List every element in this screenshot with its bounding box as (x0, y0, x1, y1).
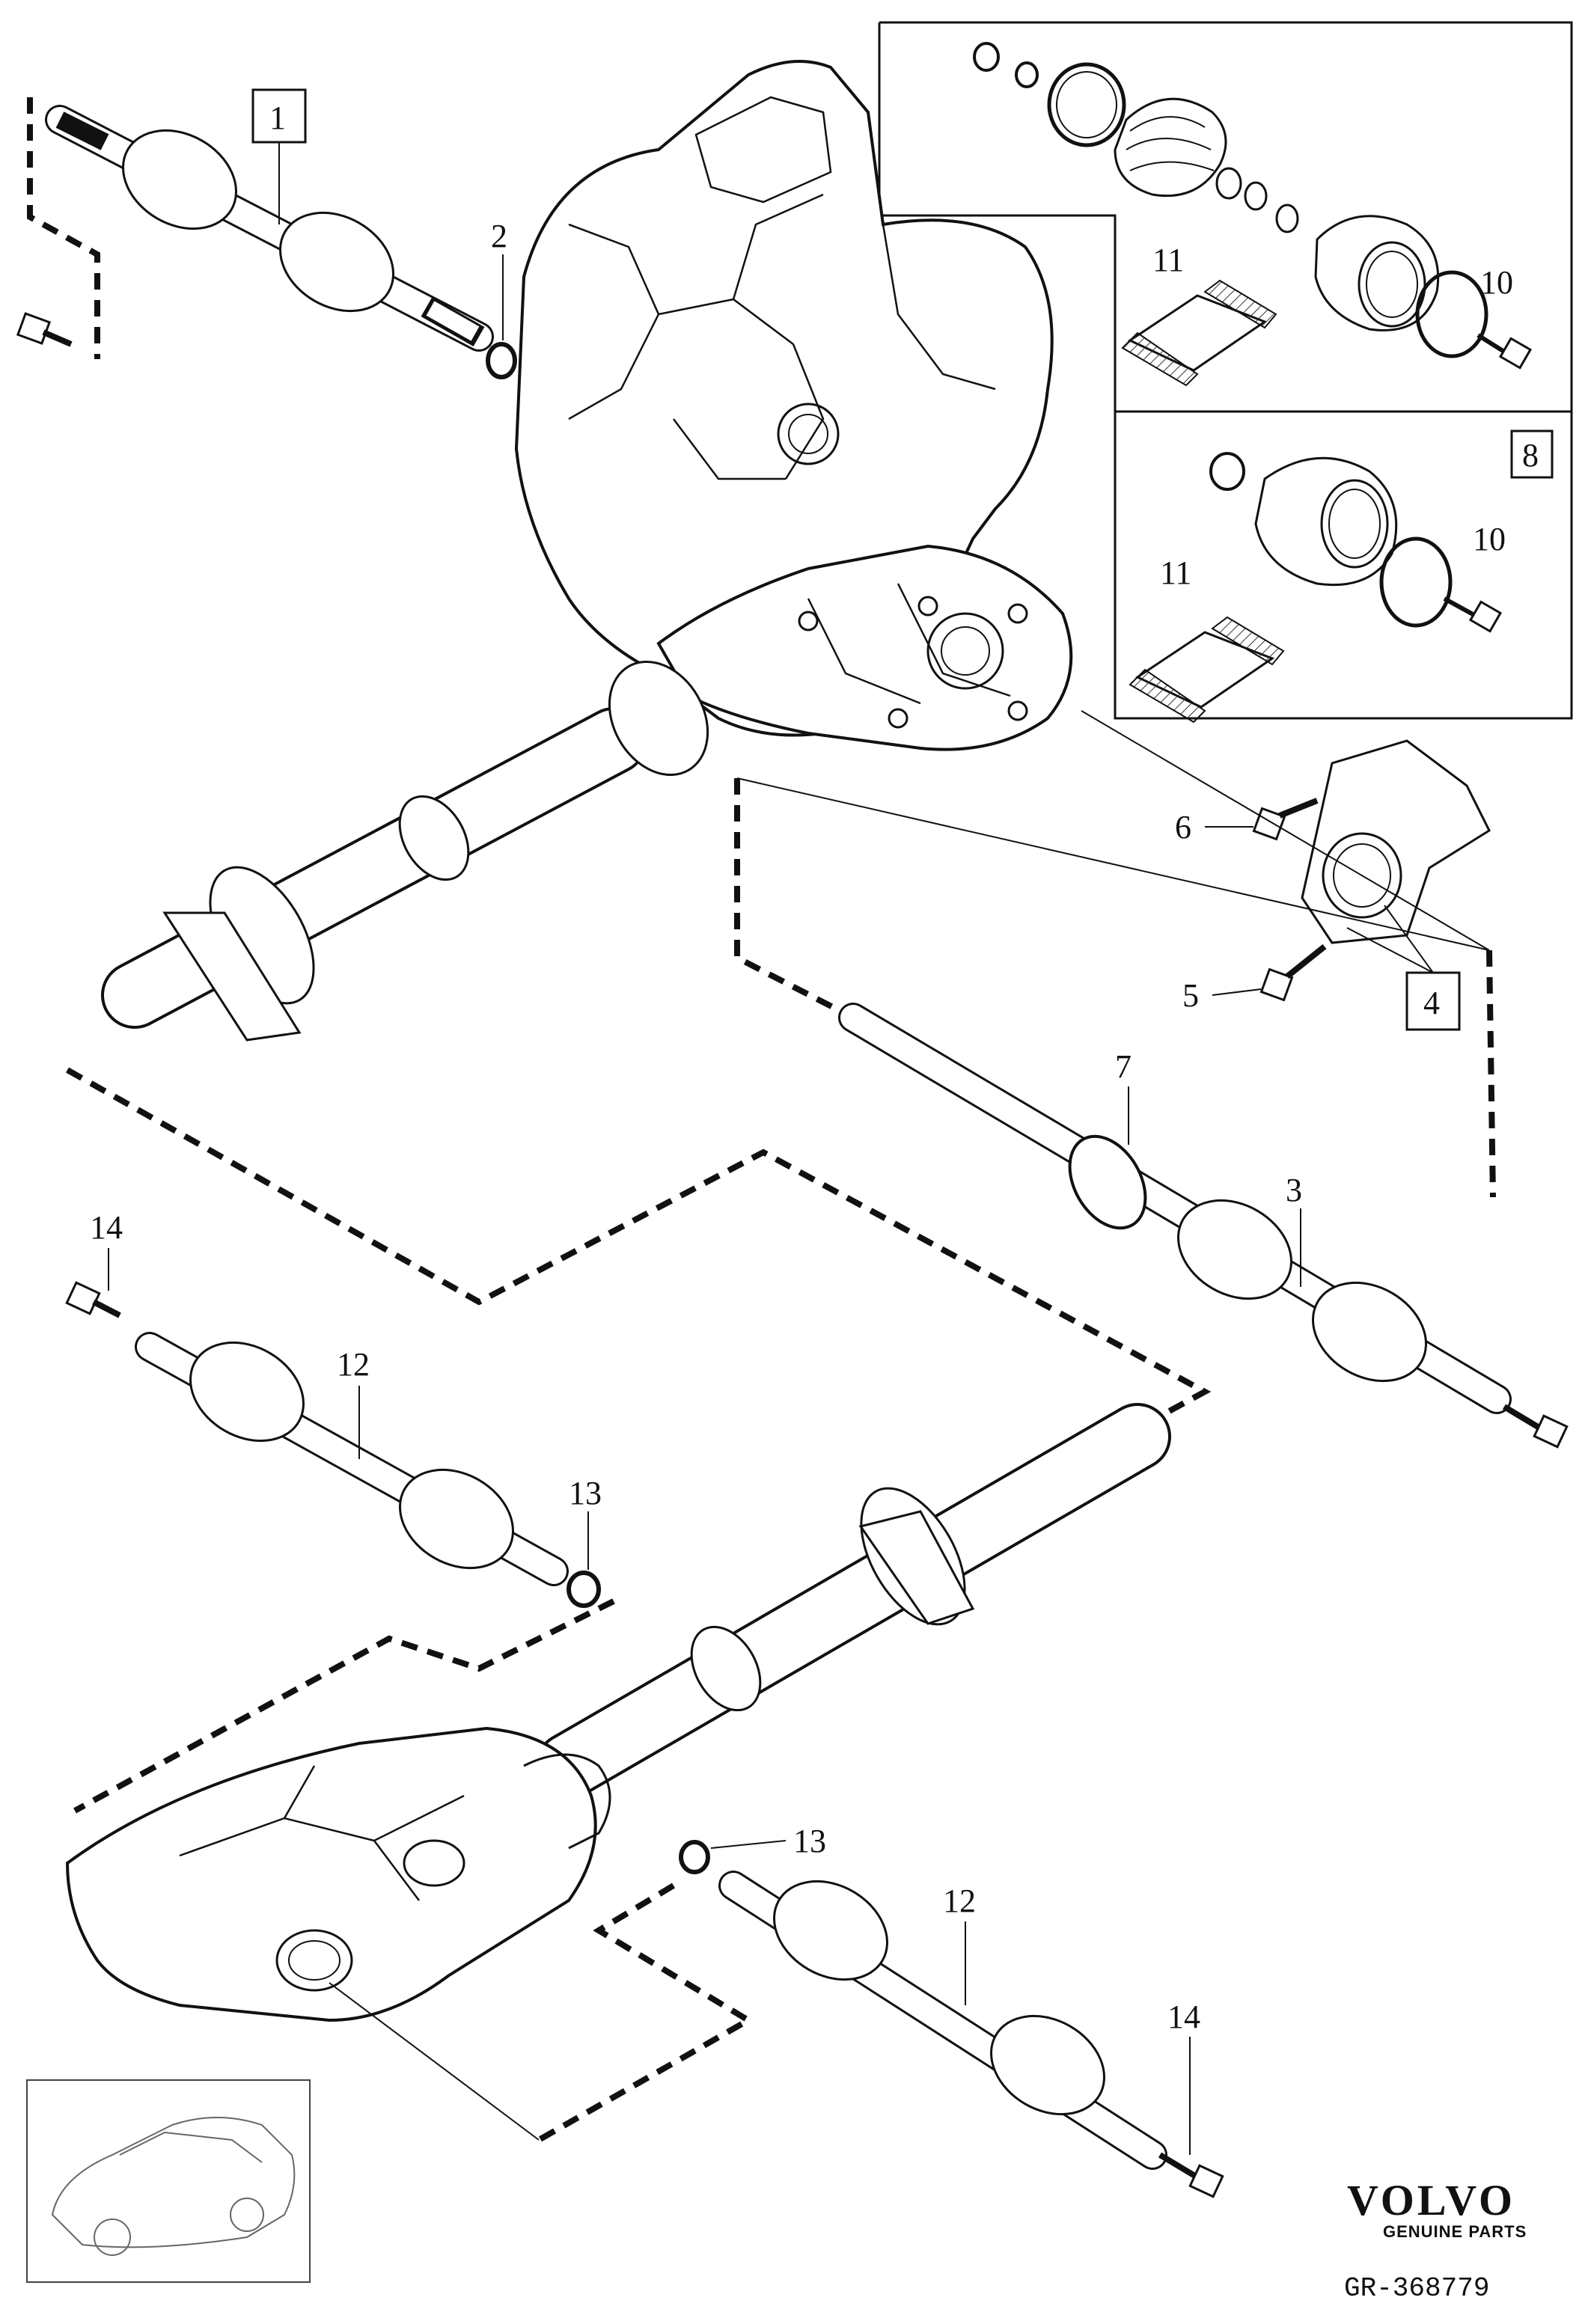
callout-12-right: 12 (943, 1883, 976, 1919)
support-bracket (1301, 739, 1491, 944)
callout-box-8 (1510, 429, 1554, 479)
seal-ring-2 (486, 342, 517, 379)
clamp-ring-1 (1047, 62, 1126, 147)
callout-3: 3 (1286, 1172, 1302, 1208)
grease-packet-icon-top (1121, 279, 1277, 387)
callout-4: 4 (1423, 985, 1440, 1021)
bolt-icon-10-mid (1443, 596, 1503, 633)
vehicle-thumbnail (26, 2079, 311, 2283)
callout-7: 7 (1115, 1048, 1132, 1085)
dashed-leader-2 (734, 778, 855, 1021)
bolt-icon-14-right (1158, 2152, 1224, 2198)
o-ring-small-1 (973, 42, 1000, 72)
angle-gear-housing (656, 544, 1073, 751)
cv-boot-mid (1254, 456, 1398, 587)
support-bearing (1068, 1134, 1147, 1230)
grease-packet-icon-mid (1129, 616, 1285, 724)
driveshaft-rear-left (135, 1332, 569, 1586)
rear-differential (65, 1726, 611, 2022)
bolt-icon-14-left (65, 1281, 121, 1318)
propeller-shaft-rear (535, 1403, 1171, 1799)
callout-14-left: 14 (90, 1209, 123, 1246)
callout-5: 5 (1182, 977, 1199, 1014)
callout-box-1 (251, 88, 307, 144)
bolt-icon-5 (1259, 944, 1327, 1002)
seal-ring-13-upper (567, 1571, 601, 1608)
volvo-logo: VOLVO (1347, 2176, 1515, 2224)
o-ring-small-2 (1015, 61, 1039, 88)
cv-boot-inner (1314, 215, 1440, 331)
propeller-shaft-front (101, 661, 709, 1042)
callout-10-mid: 10 (1473, 521, 1506, 557)
brand-block: VOLVO GENUINE PARTS GR-368779 (1344, 2176, 1527, 2304)
driveshaft-rear-right (718, 1871, 1167, 2170)
clamp-ring-3 (1379, 536, 1453, 628)
diagram-id: GR-368779 (1344, 2273, 1489, 2304)
bolt-icon-left-top (16, 312, 73, 347)
bolt-icon-6 (1252, 798, 1319, 841)
callout-2: 2 (491, 218, 507, 254)
inset-panel-boot-kit: 8 11 10 (1114, 410, 1573, 724)
dashed-leader-3 (1486, 950, 1496, 1198)
dashed-leader-4 (66, 1067, 1212, 1440)
driveshaft-front-right (838, 1003, 1512, 1414)
bolt-icon-10-top (1477, 333, 1533, 370)
callout-11-mid: 11 (1160, 554, 1191, 591)
callout-12-left: 12 (337, 1346, 370, 1383)
dashed-leader-5 (73, 1598, 615, 1814)
callout-6: 6 (1175, 809, 1191, 845)
callout-8: 8 (1522, 437, 1539, 474)
callout-10-top: 10 (1480, 264, 1513, 301)
callout-11-top: 11 (1152, 242, 1184, 278)
seal-ring-13-lower (679, 1840, 710, 1874)
bolt-icon-right-shaft (1502, 1404, 1569, 1449)
callout-13-upper: 13 (569, 1475, 602, 1511)
clamp-ring-2 (1415, 270, 1488, 358)
genuine-parts-label: GENUINE PARTS (1383, 2222, 1527, 2241)
dashed-leader-6 (537, 1883, 754, 2143)
callout-14-right: 14 (1167, 1999, 1200, 2035)
callout-1: 1 (269, 100, 286, 136)
driveshaft-front-left (45, 105, 494, 352)
transmission-housing (514, 60, 1073, 751)
inset-panel-outer-joint-kit: 11 10 (878, 21, 1573, 413)
callout-13-lower: 13 (793, 1823, 826, 1859)
dashed-leader-1 (27, 97, 100, 359)
